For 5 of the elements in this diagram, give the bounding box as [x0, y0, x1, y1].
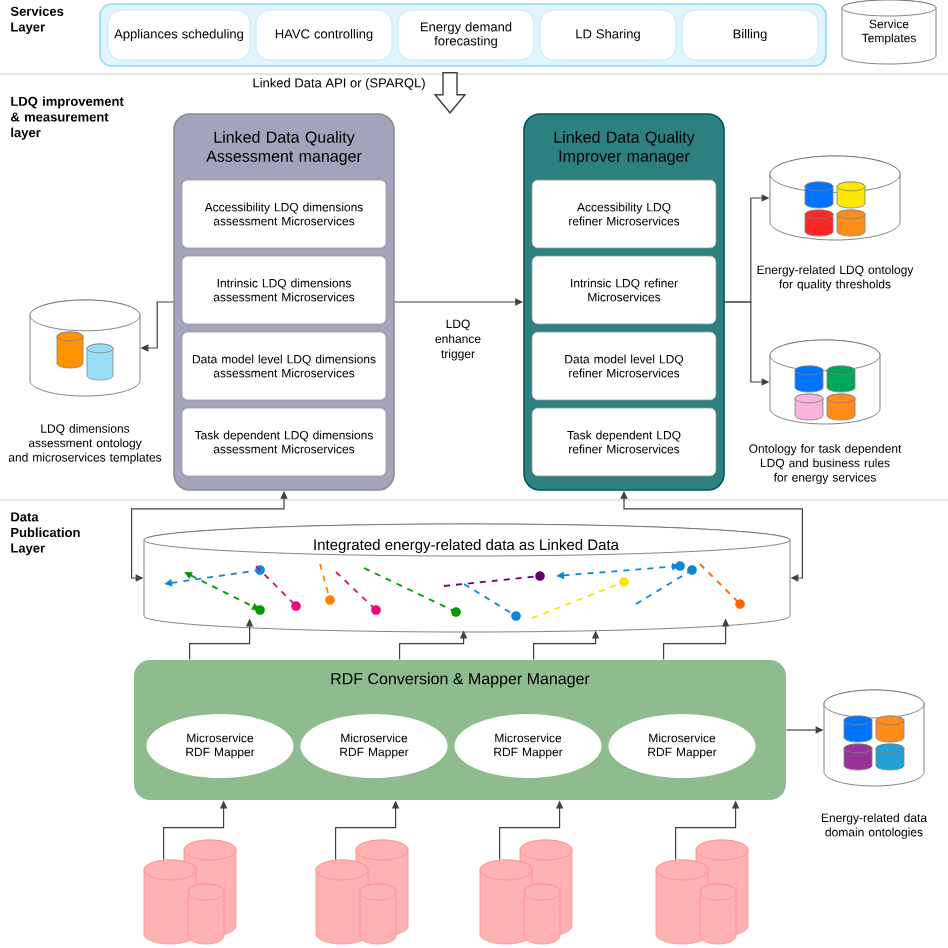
database-drawing	[143, 839, 237, 945]
hollow-arrow	[433, 72, 467, 114]
database-drawing	[479, 839, 573, 945]
database-drawing	[315, 839, 409, 945]
database-drawing	[655, 839, 749, 945]
